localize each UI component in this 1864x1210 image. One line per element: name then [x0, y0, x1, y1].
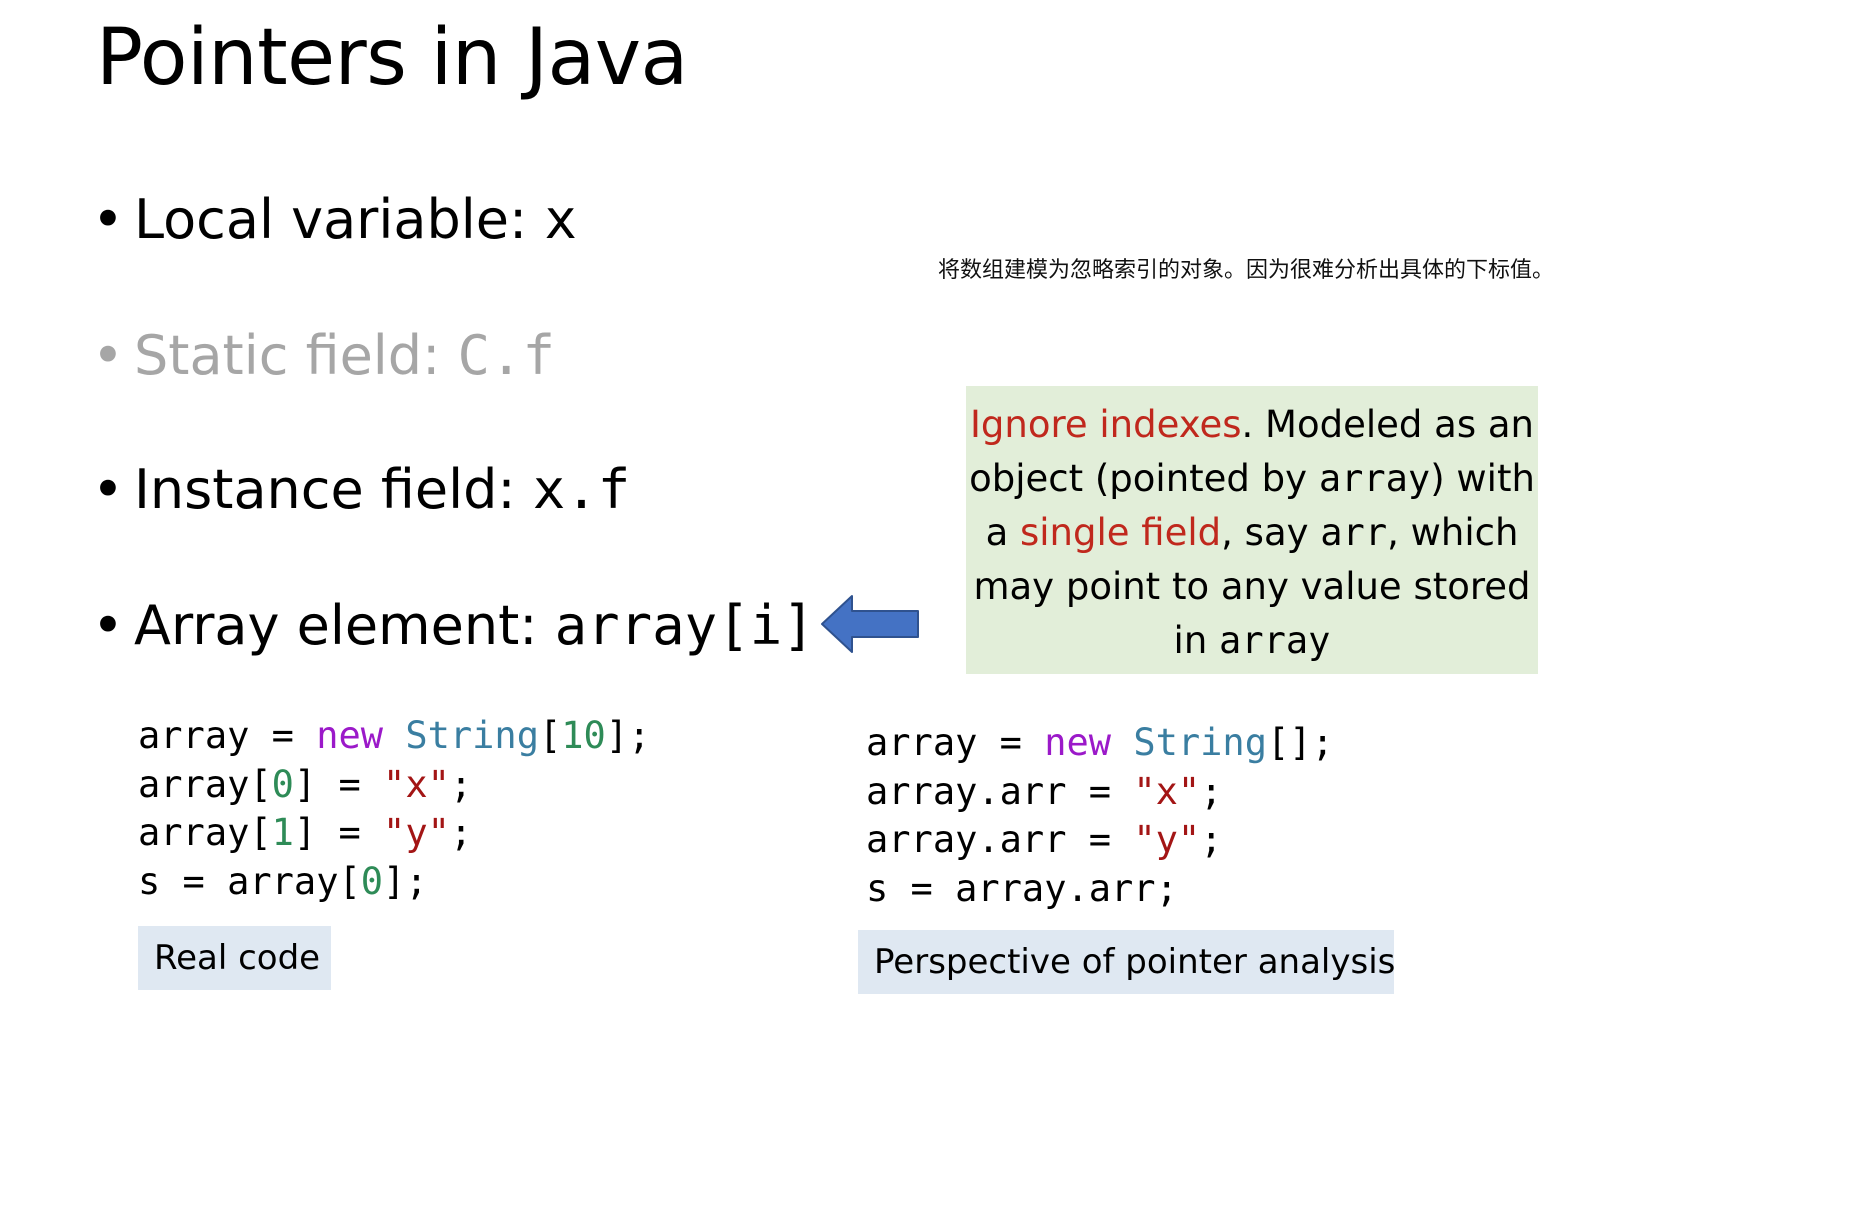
code-token: s = array[: [138, 859, 361, 903]
code-string: "y": [1133, 818, 1201, 861]
bullet-local-variable: •Local variable: x: [92, 188, 577, 252]
bullet-array-element: •Array element: array[i]: [92, 594, 815, 658]
bullet-static-field: •Static field: C.f: [92, 324, 555, 388]
code-line: s = array[0];: [138, 858, 650, 907]
code-string: "y": [383, 811, 450, 854]
bullet-code: x: [544, 188, 577, 251]
code-line: s = array.arr;: [866, 865, 1334, 914]
callout-code: array: [1318, 457, 1431, 500]
code-number: 0: [271, 762, 294, 806]
bullet-instance-field: •Instance field: x.f: [92, 458, 630, 522]
code-token: [];: [1266, 721, 1334, 764]
real-code-block: array = new String[10];array[0] = "x";ar…: [138, 712, 650, 906]
code-line: array = new String[];: [866, 719, 1334, 768]
callout-text: . Modeled as an object (pointed by: [969, 403, 1534, 500]
code-token: ;: [449, 762, 473, 806]
bullet-code: array[i]: [554, 594, 815, 657]
left-arrow-icon: [821, 595, 919, 653]
callout-box: Ignore indexes. Modeled as an object (po…: [966, 386, 1538, 674]
bullet-dot: •: [92, 594, 124, 657]
bullet-code: x.f: [532, 458, 631, 521]
code-string: "x": [1133, 769, 1201, 813]
code-token: ] =: [293, 762, 384, 806]
code-token: [: [538, 714, 562, 757]
callout-highlight: single field: [1020, 511, 1222, 554]
code-token: s = array.arr;: [866, 866, 1178, 910]
translator-note: 将数组建模为忽略索引的对象。因为很难分析出具体的下标值。: [938, 258, 1555, 283]
callout-text: , say: [1221, 511, 1321, 554]
callout-text: , which may point to any value stored in: [973, 511, 1531, 662]
code-line: array = new String[10];: [138, 712, 650, 761]
code-keyword: new: [316, 714, 384, 757]
code-line: array[1] = "y";: [138, 809, 650, 858]
code-token: array =: [138, 714, 317, 757]
code-keyword: new: [1044, 721, 1112, 764]
code-token: array[: [138, 762, 272, 806]
code-token: ] =: [293, 811, 384, 854]
callout-code: array: [1219, 619, 1331, 662]
code-token: ];: [383, 859, 428, 903]
code-number: 10: [561, 714, 606, 757]
pointer-analysis-label: Perspective of pointer analysis: [858, 930, 1395, 994]
code-token: ;: [1200, 769, 1223, 813]
bullet-label: Local variable:: [134, 188, 545, 251]
real-code-label: Real code: [138, 926, 331, 990]
bullet-dot: •: [92, 458, 124, 521]
code-line: array[0] = "x";: [138, 761, 650, 810]
callout-text: ) with a: [985, 457, 1535, 554]
bullet-dot: •: [92, 324, 124, 387]
code-type: String: [1133, 721, 1267, 764]
bullet-label: Array element:: [134, 594, 555, 657]
code-token: array[: [138, 811, 272, 854]
code-token: [1111, 721, 1133, 764]
code-number: 0: [360, 859, 384, 903]
callout-highlight: Ignore indexes: [969, 403, 1242, 446]
code-token: [383, 714, 405, 757]
code-line: array.arr = "y";: [866, 816, 1334, 865]
code-string: "x": [383, 762, 450, 806]
bullet-label: Static field:: [134, 324, 458, 387]
bullet-label: Instance field:: [134, 458, 533, 521]
code-type: String: [405, 714, 539, 757]
code-token: ];: [605, 714, 651, 757]
slide-title: Pointers in Java: [96, 13, 688, 103]
code-token: array.arr =: [866, 818, 1134, 861]
bullet-dot: •: [92, 188, 124, 251]
code-line: array.arr = "x";: [866, 768, 1334, 817]
code-token: ;: [1200, 818, 1223, 861]
callout-code: arr: [1320, 511, 1388, 554]
bullet-code: C.f: [457, 324, 555, 387]
code-number: 1: [271, 811, 294, 854]
code-token: ;: [449, 811, 473, 854]
code-token: array =: [866, 721, 1045, 764]
pointer-analysis-code-block: array = new String[];array.arr = "x";arr…: [866, 719, 1334, 913]
code-token: array.arr =: [866, 769, 1134, 813]
